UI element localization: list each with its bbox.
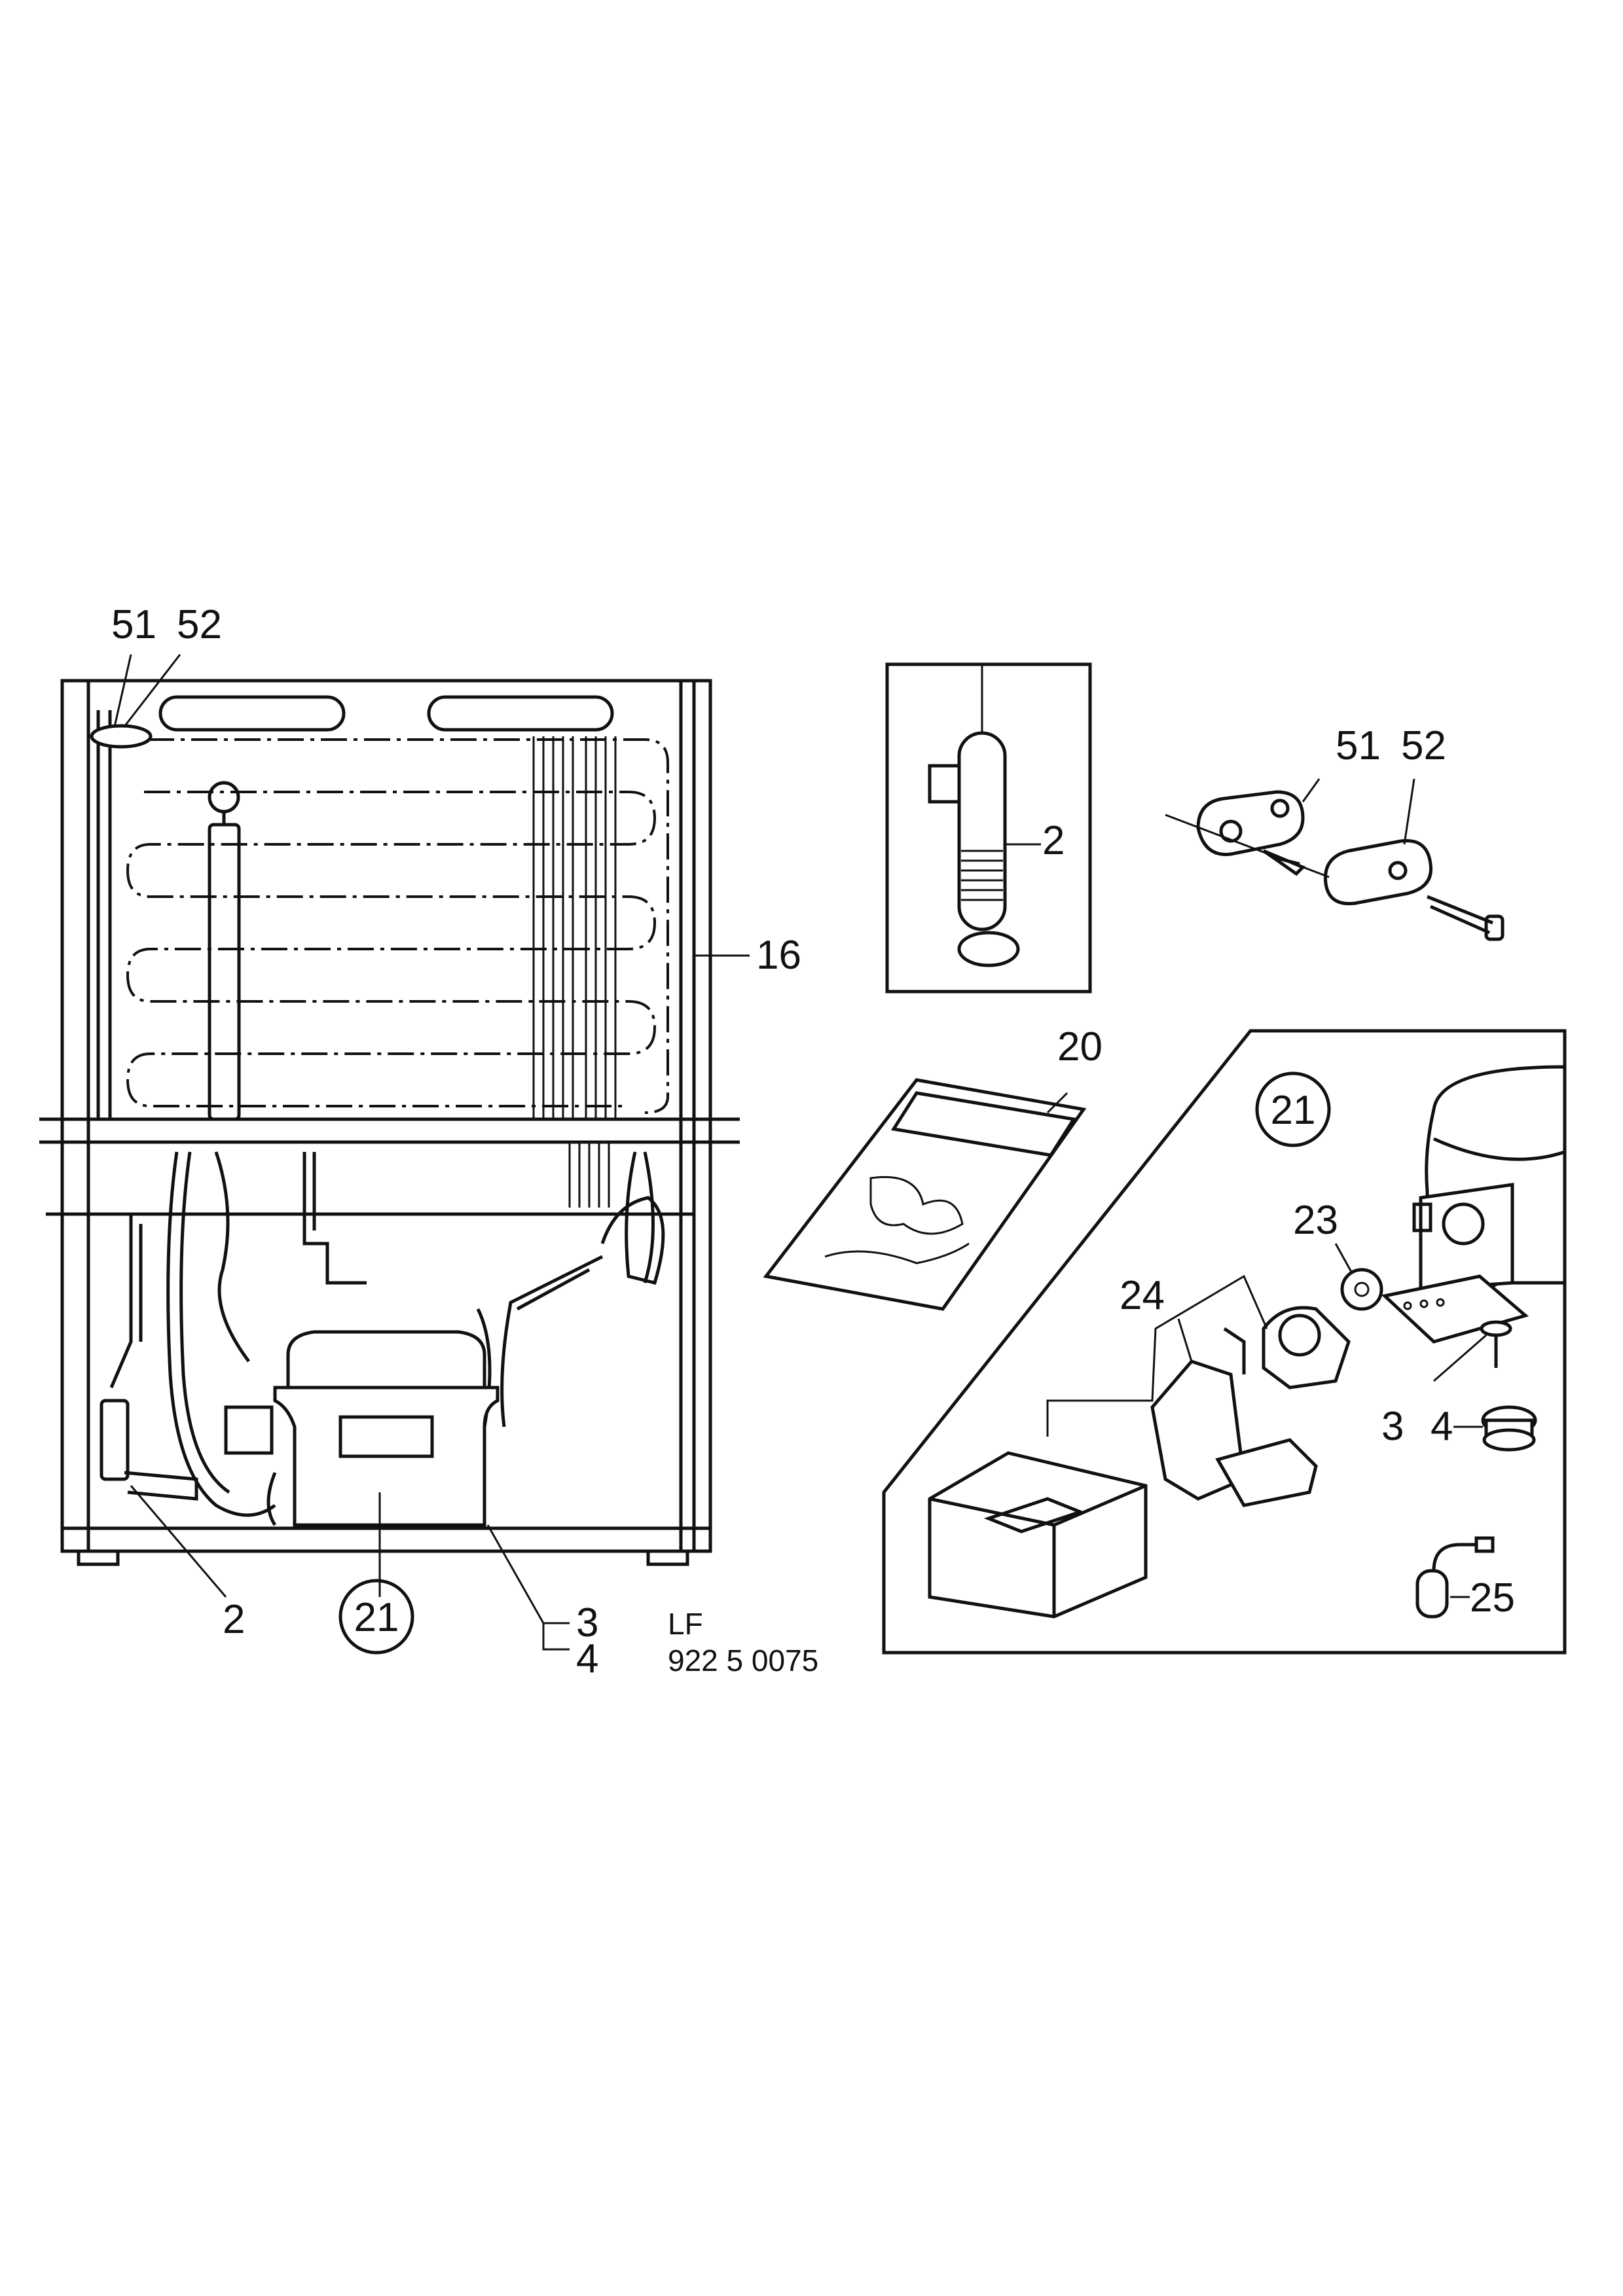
compressor-kit-panel: 21 3 4 23 24: [882, 1029, 1567, 1655]
lower-pipework: [100, 1142, 665, 1517]
callout-20: 20: [1057, 1024, 1103, 1069]
main-leaders: [113, 654, 750, 1651]
callout-23: 23: [1293, 1198, 1338, 1243]
callout-25: 25: [1470, 1575, 1515, 1621]
variant-code-lf: LF: [668, 1607, 703, 1641]
callout-4-main: 4: [576, 1636, 598, 1681]
sensor-inset: 2: [885, 662, 1092, 994]
svg-text:21: 21: [354, 1595, 399, 1640]
callout-52-clip: 52: [1401, 723, 1446, 768]
cabinet-rear-view: [39, 679, 740, 1566]
compressor-main: [224, 1330, 500, 1527]
callout-51-main: 51: [111, 602, 156, 647]
callout-3-kit: 3: [1381, 1404, 1404, 1449]
callout-21-main: 21: [338, 1579, 414, 1655]
clip-detail: 51 52: [1165, 723, 1504, 941]
callout-4-kit: 4: [1431, 1404, 1453, 1449]
manual-booklet: 20: [763, 1024, 1103, 1311]
callout-16-main: 16: [756, 933, 801, 978]
callout-3-main: 3: [576, 1600, 598, 1645]
callout-51-clip: 51: [1336, 723, 1381, 768]
condenser-coil: [90, 710, 669, 1121]
callout-24: 24: [1120, 1273, 1165, 1318]
callout-2-inset: 2: [1042, 818, 1065, 863]
callout-52-main: 52: [177, 602, 222, 647]
part-number: 922 5 0075: [668, 1643, 818, 1677]
callout-21-kit: 21: [1271, 1088, 1316, 1133]
callout-2-main: 2: [223, 1597, 245, 1642]
